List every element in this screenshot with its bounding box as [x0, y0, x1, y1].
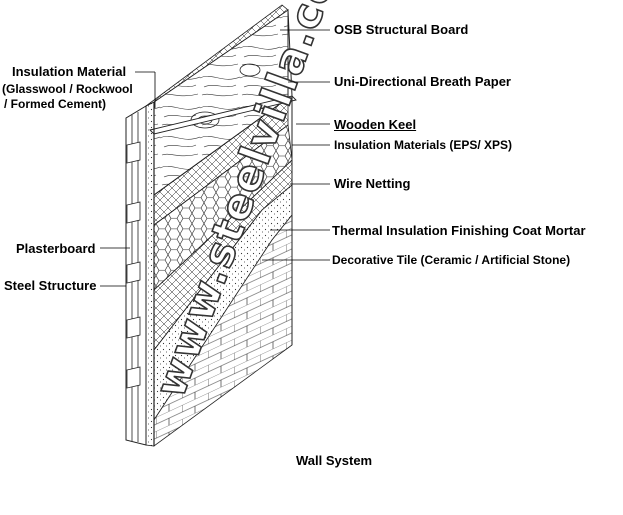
label-insulation-material-detail-2: / Formed Cement) — [4, 97, 107, 111]
label-breath-paper: Uni-Directional Breath Paper — [334, 74, 511, 89]
diagram-caption: Wall System — [296, 453, 373, 468]
label-eps-insulation: Insulation Materials (EPS/ XPS) — [334, 138, 513, 152]
label-wooden-keel: Wooden Keel — [334, 117, 417, 132]
label-steel-structure: Steel Structure — [4, 278, 97, 293]
label-decorative-tile: Decorative Tile (Ceramic / Artificial St… — [332, 253, 571, 267]
label-wire-netting: Wire Netting — [334, 176, 411, 191]
label-osb-board: OSB Structural Board — [334, 22, 469, 37]
steel-structure — [125, 105, 147, 446]
insulation-material-layer — [145, 101, 155, 447]
label-insulation-material: Insulation Material — [12, 64, 127, 79]
label-insulation-material-detail-1: (Glasswool / Rockwool — [2, 82, 133, 96]
label-thermal-mortar: Thermal Insulation Finishing Coat Mortar — [332, 223, 586, 238]
osb-board-layer — [145, 4, 289, 196]
wooden-keel — [149, 95, 297, 135]
leader-lines — [100, 29, 330, 287]
label-plasterboard: Plasterboard — [16, 241, 96, 256]
